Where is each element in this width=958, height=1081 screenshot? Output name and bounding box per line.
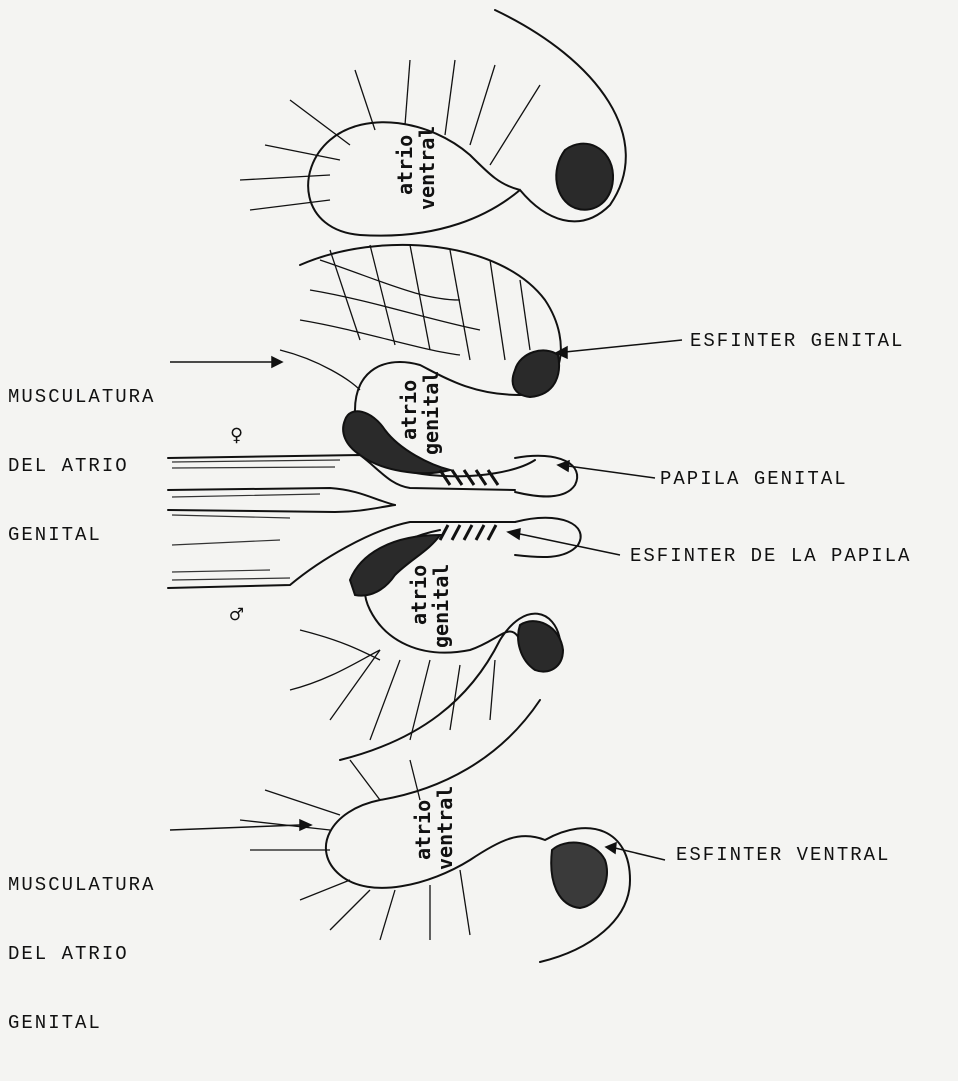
papila-sphincter-hatch-2: [452, 470, 462, 485]
muscle-fiber: [490, 85, 540, 165]
papila-sphincter-hatch-7: [452, 525, 460, 540]
atrio-genital-top-label-1: atrio: [397, 380, 421, 440]
upper-duct: [168, 455, 515, 490]
arrow-esfinter-ventral: [615, 848, 665, 860]
label-line: DEL ATRIO: [8, 943, 155, 966]
muscle-fiber: [310, 290, 480, 330]
papila-sphincter-hatch-9: [476, 525, 484, 540]
label-musculatura-bottom: MUSCULATURA DEL ATRIO GENITAL: [8, 828, 155, 1081]
atrio-genital-bottom-label-2: genital: [429, 564, 453, 648]
papila-sphincter-hatch-3: [464, 470, 474, 485]
arrow-head: [508, 529, 520, 539]
muscle-fiber: [300, 630, 380, 660]
diagram-stage: atrio ventral atrio genital atrio genita…: [0, 0, 958, 964]
papila-sphincter-hatch-6: [440, 525, 448, 540]
papila-sphincter-hatch-8: [464, 525, 472, 540]
muscle-fiber: [265, 790, 340, 815]
muscle-fiber: [405, 60, 410, 125]
papila-sphincter-hatch-1: [440, 470, 450, 485]
atrio-genital-top-label-2: genital: [419, 371, 443, 455]
label-line: GENITAL: [8, 524, 155, 547]
label-line: MUSCULATURA: [8, 874, 155, 897]
muscle-fiber: [265, 145, 340, 160]
muscle-fiber: [470, 65, 495, 145]
muscle-fiber: [320, 260, 460, 300]
muscle-fiber: [300, 880, 350, 900]
muscle-fiber: [460, 870, 470, 935]
muscle-fiber: [370, 660, 400, 740]
ventral-sphincter-mass: [551, 843, 607, 908]
muscle-fiber: [250, 200, 330, 210]
arrow-esfinter-genital: [565, 340, 682, 352]
label-esfinter-papila: ESFINTER DE LA PAPILA: [630, 545, 911, 568]
muscle-fiber: [240, 175, 330, 180]
label-musculatura-top: MUSCULATURA DEL ATRIO GENITAL: [8, 340, 155, 593]
papila-sphincter-hatch-4: [476, 470, 486, 485]
male-symbol: ♂: [230, 603, 244, 628]
muscle-fiber: [330, 650, 380, 720]
arrow-head: [300, 820, 311, 830]
lower-duct: [168, 522, 515, 588]
arrow-head: [558, 461, 569, 471]
genital-sphincter-mass: [513, 350, 559, 397]
atrio-ventral-bottom-label-1: atrio: [411, 800, 435, 860]
label-esfinter-genital: ESFINTER GENITAL: [690, 330, 904, 353]
muscle-fiber: [450, 250, 470, 360]
label-line: DEL ATRIO: [8, 455, 155, 478]
arrow-musculatura-bottom: [170, 825, 300, 830]
duct-texture-top: [172, 460, 340, 497]
papila-lower-outline: [515, 518, 581, 557]
top-ventral-sphincter-mass: [556, 144, 613, 210]
atrio-ventral-top-label-2: ventral: [415, 126, 439, 210]
label-papila-genital: PAPILA GENITAL: [660, 468, 848, 491]
muscle-fiber: [330, 890, 370, 930]
muscle-fiber: [290, 100, 350, 145]
muscle-fiber: [520, 280, 530, 350]
lower-duct-inner: [168, 505, 395, 512]
bottom-ventral-atrium-outline: [326, 700, 630, 962]
muscle-fiber: [490, 660, 495, 720]
muscle-fiber: [300, 320, 460, 355]
duct-texture-bottom: [172, 515, 290, 580]
atrio-ventral-bottom-label-2: ventral: [433, 786, 457, 870]
muscle-fiber: [280, 350, 360, 390]
muscle-fiber: [355, 70, 375, 130]
arrow-papila-genital: [568, 466, 655, 478]
label-esfinter-ventral: ESFINTER VENTRAL: [676, 844, 890, 867]
arrow-head: [606, 843, 616, 853]
muscle-fiber: [445, 60, 455, 135]
arrow-head: [272, 357, 282, 367]
muscle-fiber: [380, 890, 395, 940]
female-symbol: ♀: [230, 423, 243, 448]
muscle-fiber: [490, 260, 505, 360]
atrio-ventral-top-label-1: atrio: [393, 135, 417, 195]
label-line: GENITAL: [8, 1012, 155, 1035]
muscle-fiber: [370, 245, 395, 345]
atrio-genital-bottom-label-1: atrio: [407, 565, 431, 625]
muscle-fiber: [410, 760, 420, 800]
muscle-fiber: [410, 245, 430, 350]
papila-sphincter-hatch-10: [488, 525, 496, 540]
label-line: MUSCULATURA: [8, 386, 155, 409]
muscle-fiber: [350, 760, 380, 800]
